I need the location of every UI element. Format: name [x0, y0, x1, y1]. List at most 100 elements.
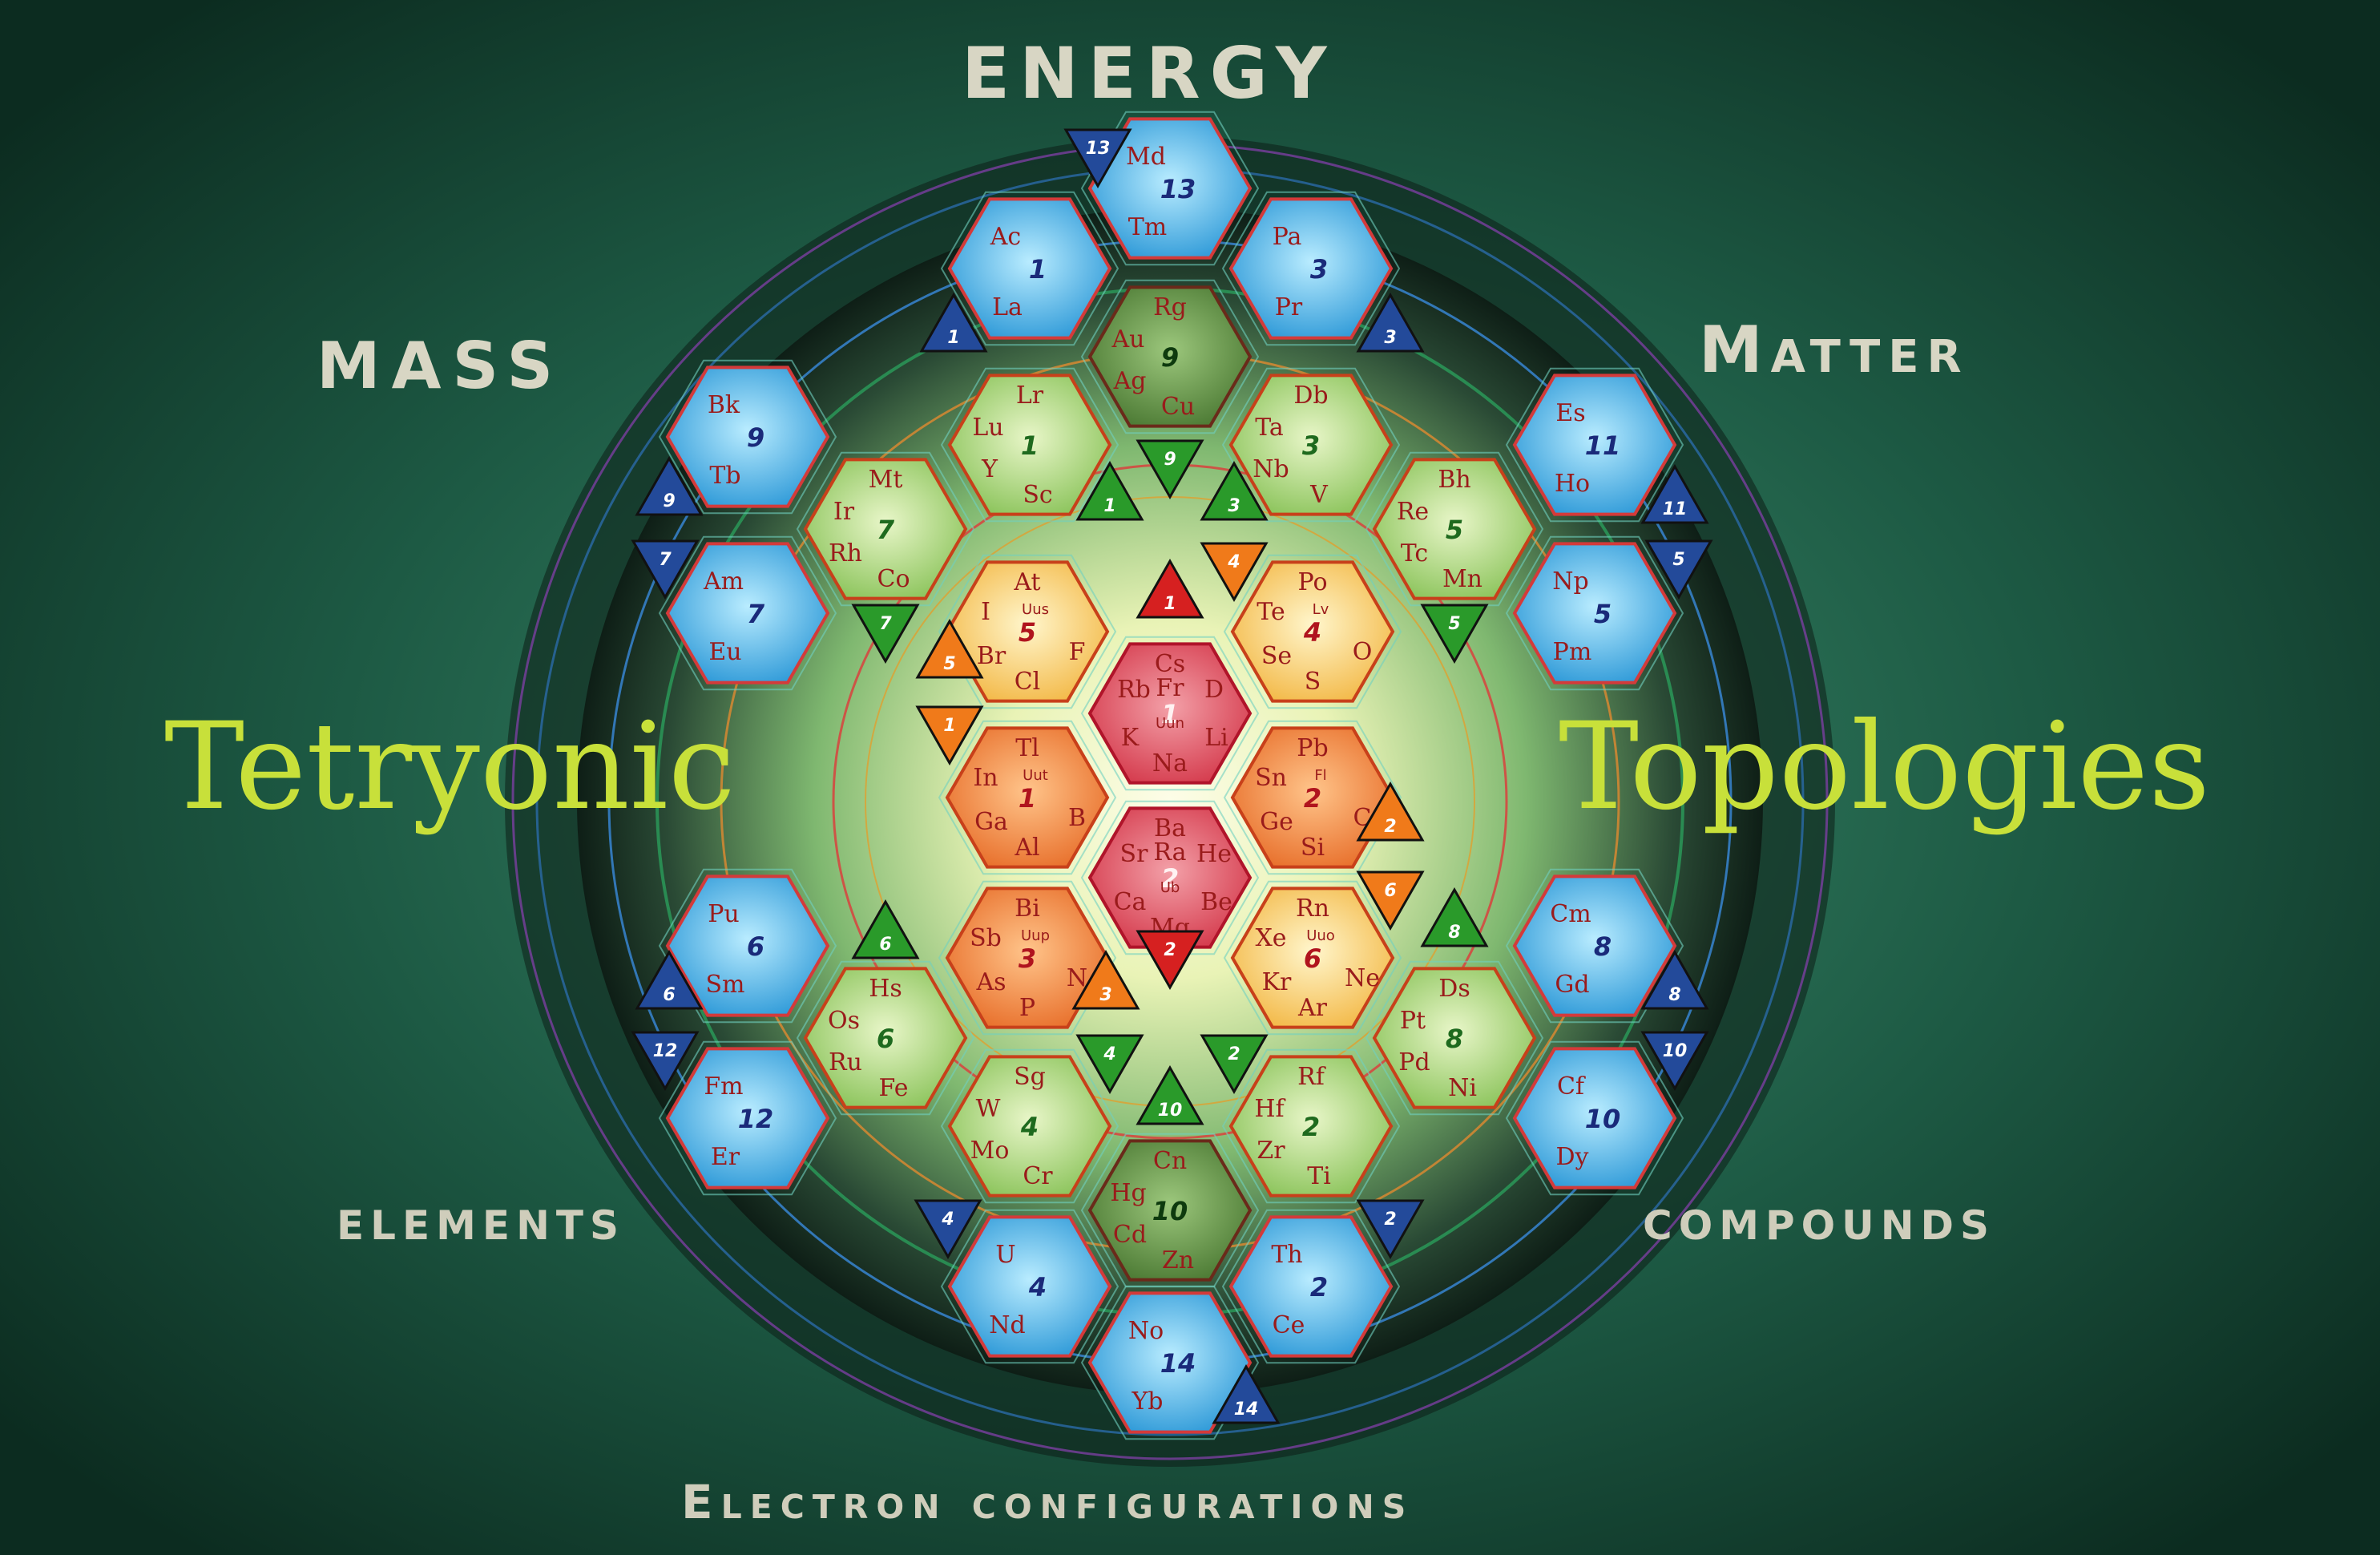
element-symbol: Si	[1301, 834, 1325, 862]
element-symbol: B	[1068, 804, 1086, 832]
triangle-number: 1	[943, 716, 955, 736]
element-symbol: Pm	[1553, 638, 1592, 666]
element-symbol: Md	[1126, 143, 1166, 171]
element-symbol: Bk	[708, 391, 740, 419]
triangle-number: 3	[1099, 985, 1111, 1005]
element-symbol: Pu	[708, 900, 740, 928]
element-symbol: Sc	[1023, 481, 1052, 509]
element-symbol: Lr	[1016, 382, 1044, 410]
triangle-number: 9	[1164, 450, 1176, 470]
element-symbol: Nb	[1253, 455, 1289, 483]
hexagon-number: 10	[1585, 1104, 1621, 1134]
hexagon-number: 10	[1152, 1196, 1188, 1226]
hexagon-number: 7	[747, 599, 765, 629]
element-symbol: Rf	[1297, 1063, 1326, 1091]
element-symbol: Gd	[1555, 971, 1589, 999]
element-symbol: Ag	[1113, 367, 1147, 395]
element-symbol: Ho	[1555, 470, 1590, 498]
element-symbol: Sg	[1014, 1063, 1046, 1091]
triangle-number: 5	[1672, 550, 1684, 570]
hexagon-number: 6	[877, 1024, 894, 1054]
triangle-number: 8	[1448, 923, 1460, 943]
element-symbol: Al	[1014, 834, 1039, 862]
element-symbol: Pr	[1275, 293, 1303, 321]
element-symbol: Bh	[1438, 466, 1470, 494]
compounds-label: COMPOUNDS	[1643, 1202, 1995, 1249]
superheavy-symbol: Fl	[1314, 767, 1326, 784]
triangle-number: 5	[943, 654, 955, 674]
triangle-number: 12	[653, 1041, 678, 1061]
triangle-number: 6	[879, 935, 891, 955]
element-symbol: F	[1069, 638, 1086, 666]
superheavy-symbol: Uup	[1021, 927, 1050, 944]
element-symbol: Ra	[1153, 838, 1186, 866]
element-symbol: Tc	[1401, 539, 1428, 567]
element-symbol: Rg	[1153, 293, 1187, 321]
triangle-number: 4	[1103, 1044, 1115, 1064]
element-symbol: Ne	[1345, 964, 1380, 992]
element-symbol: I	[981, 598, 990, 626]
element-symbol: Zn	[1162, 1246, 1194, 1274]
element-symbol: Mo	[970, 1137, 1010, 1165]
element-symbol: Ar	[1297, 994, 1328, 1022]
triangle-number: 4	[941, 1210, 954, 1230]
triangle-number: 10	[1158, 1101, 1183, 1121]
triangle-number: 3	[1228, 496, 1240, 516]
triangle-number: 6	[663, 985, 675, 1005]
hexagon-number: 9	[1161, 342, 1179, 373]
element-symbol: Pt	[1400, 1007, 1426, 1035]
element-symbol: At	[1013, 568, 1040, 596]
element-symbol: Db	[1293, 382, 1328, 410]
element-symbol: Es	[1555, 399, 1585, 427]
element-symbol: Rh	[829, 539, 862, 567]
hexagon-number: 9	[747, 422, 764, 453]
element-symbol: Ca	[1114, 888, 1147, 916]
hexagon-number: 3	[1310, 254, 1328, 285]
element-symbol: Ni	[1448, 1074, 1477, 1102]
hexagon-number: 13	[1160, 174, 1196, 204]
element-symbol: Ce	[1273, 1311, 1305, 1339]
tetryonic-title: Tetryonic	[164, 697, 736, 837]
element-symbol: Br	[977, 642, 1006, 670]
superheavy-symbol: Uus	[1022, 601, 1049, 618]
element-symbol: La	[992, 293, 1023, 321]
triangle-number: 14	[1234, 1400, 1259, 1420]
hexagon-number: 2	[1302, 1112, 1320, 1142]
element-symbol: Mn	[1442, 565, 1482, 593]
triangle-number: 11	[1663, 499, 1688, 519]
element-symbol: K	[1121, 724, 1140, 752]
element-symbol: U	[995, 1241, 1015, 1269]
hexagon-number: 1	[1029, 254, 1047, 285]
element-symbol: Hs	[869, 975, 902, 1003]
element-symbol: Os	[828, 1007, 860, 1035]
triangle-number: 9	[663, 491, 675, 511]
element-symbol: Yb	[1131, 1387, 1163, 1416]
element-symbol: Sr	[1120, 840, 1149, 868]
energy-heading: ENERGY	[962, 32, 1337, 115]
hexagon-number: 6	[747, 931, 764, 962]
element-symbol: P	[1019, 994, 1035, 1022]
element-symbol: Th	[1271, 1241, 1302, 1269]
matter-heading: Matter	[1699, 313, 1970, 387]
element-symbol: As	[975, 968, 1006, 996]
element-symbol: D	[1204, 676, 1224, 704]
hexagon-number: 14	[1160, 1348, 1196, 1379]
element-symbol: Pd	[1398, 1048, 1430, 1076]
hexagon-number: 2	[1310, 1272, 1328, 1303]
element-symbol: V	[1309, 481, 1329, 509]
element-symbol: In	[973, 764, 998, 792]
triangle-number: 4	[1227, 552, 1240, 572]
element-symbol: Zr	[1257, 1137, 1285, 1165]
element-symbol: Eu	[708, 638, 741, 666]
element-symbol: Fe	[879, 1074, 909, 1102]
element-symbol: Na	[1152, 749, 1188, 778]
element-symbol: Re	[1397, 498, 1429, 526]
element-symbol: Sb	[970, 924, 1002, 952]
element-symbol: He	[1196, 840, 1232, 868]
element-symbol: Ti	[1307, 1162, 1331, 1190]
triangle-number: 1	[1103, 496, 1115, 516]
element-symbol: Ga	[974, 808, 1008, 836]
element-symbol: O	[1353, 638, 1373, 666]
element-symbol: Li	[1204, 724, 1228, 752]
element-symbol: Cn	[1153, 1147, 1187, 1175]
